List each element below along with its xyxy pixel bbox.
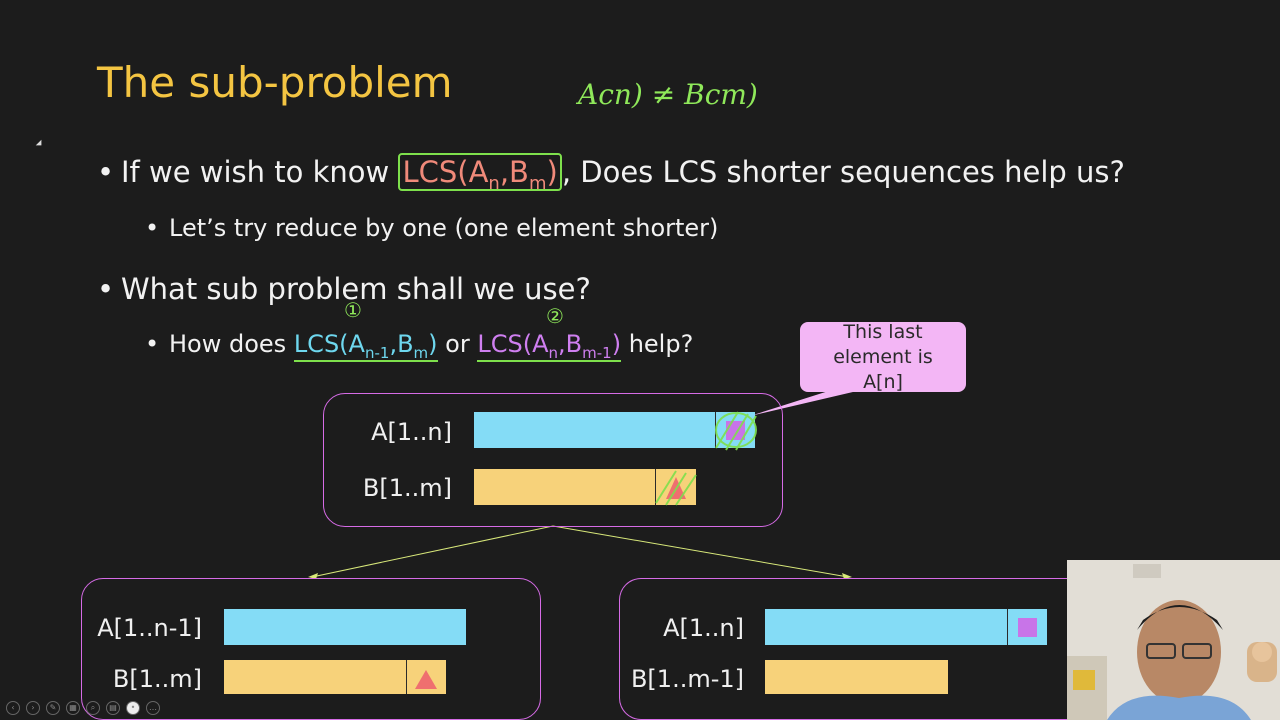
opt2-close: ): [611, 330, 622, 358]
opt2-sub-n: n: [548, 343, 559, 362]
prev-icon[interactable]: ‹: [6, 701, 20, 715]
array-a-n-bar: [765, 609, 1047, 645]
lcs-mid: ,B: [499, 155, 529, 189]
sub-bullet-2-post: help?: [621, 330, 694, 358]
panel-subproblem-2: [619, 578, 1090, 720]
label-a-minus-1: A[1..n-1]: [97, 614, 202, 642]
bullet-1: •If we wish to know LCS(An,Bm), Does LCS…: [97, 153, 1125, 194]
sub-bullet-1: • Let’s try reduce by one (one element sh…: [145, 214, 718, 242]
label-a-full: A[1..n]: [371, 418, 452, 446]
zoom-icon[interactable]: ⌕: [86, 701, 100, 715]
sub-bullet-2-pre: How does: [169, 330, 294, 358]
callout-text: This last element is A[n]: [833, 320, 933, 393]
slide-title: The sub-problem: [97, 58, 453, 107]
pointer-icon[interactable]: •: [126, 701, 140, 715]
sub-bullet-dot: •: [145, 330, 160, 358]
cell-separator: [406, 660, 407, 694]
label-a-n: A[1..n]: [663, 614, 744, 642]
handwritten-mark-1: ①: [344, 298, 362, 322]
lcs-prefix: LCS(A: [402, 155, 489, 189]
label-b-full: B[1..m]: [362, 474, 452, 502]
panel-subproblem-1: [81, 578, 541, 720]
bullet-2: •What sub problem shall we use?: [97, 272, 591, 306]
opt2-mid: ,B: [558, 330, 583, 358]
callout-last-element: This last element is A[n]: [800, 320, 966, 393]
array-b-m-bar: [224, 660, 446, 694]
lcs-an-bm-highlight: LCS(An,Bm): [398, 153, 562, 194]
grid-icon[interactable]: ▤: [106, 701, 120, 715]
pen-icon[interactable]: ✎: [46, 701, 60, 715]
bullet-1-post: , Does LCS shorter sequences help us?: [561, 155, 1125, 189]
sub-bullet-2: •How does LCS(An-1,Bm) or LCS(An,Bm-1) h…: [145, 330, 693, 362]
bullet-dot: •: [97, 155, 115, 189]
panel-full-problem: [323, 393, 783, 527]
label-b-m: B[1..m]: [112, 665, 202, 693]
handwritten-mark-2: ②: [546, 304, 564, 328]
lcs-sub-n: n: [488, 172, 500, 194]
lcs-close: ): [546, 155, 558, 189]
handwritten-note-top: Acn) ≠ Bcm): [578, 78, 758, 111]
hatch-annotation-a: [715, 411, 757, 451]
more-icon[interactable]: …: [146, 701, 160, 715]
sub-bullet-dot: •: [145, 214, 160, 242]
opt1-sub-n1: n-1: [364, 343, 390, 362]
last-element-b-triangle: [655, 470, 697, 506]
array-b-minus-1-bar: [765, 660, 948, 694]
bullet-dot: •: [97, 272, 115, 306]
label-b-minus-1: B[1..m-1]: [630, 665, 744, 693]
option-lcs-an1-bm: LCS(An-1,Bm): [293, 330, 438, 362]
presentation-toolbar: ‹ › ✎ ▦ ⌕ ▤ • …: [6, 701, 160, 715]
array-a-minus-1-bar: [224, 609, 466, 645]
opt2-prefix: LCS(A: [477, 330, 549, 358]
opt1-prefix: LCS(A: [293, 330, 365, 358]
webcam-overlay: [1067, 560, 1280, 720]
bullet-2-text: What sub problem shall we use?: [121, 272, 591, 306]
cell-separator: [655, 469, 656, 505]
array-a-full-bar: [474, 412, 755, 448]
square-marker: [1018, 618, 1037, 637]
highlighter-icon[interactable]: ▦: [66, 701, 80, 715]
next-icon[interactable]: ›: [26, 701, 40, 715]
sub-bullet-1-text: Let’s try reduce by one (one element sho…: [169, 214, 719, 242]
connector-right: [552, 525, 849, 578]
presenter-video: [1067, 560, 1280, 720]
option-lcs-an-bm1: LCS(An,Bm-1): [477, 330, 622, 362]
opt2-sub-m1: m-1: [582, 343, 612, 362]
lcs-sub-m: m: [528, 172, 547, 194]
opt1-close: ): [428, 330, 438, 358]
connector-left: [311, 525, 554, 578]
bullet-1-pre: If we wish to know: [121, 155, 399, 189]
opt1-sub-m: m: [413, 343, 429, 362]
cell-separator: [1007, 609, 1008, 645]
arrowhead-right: [842, 573, 852, 579]
opt1-mid: ,B: [389, 330, 414, 358]
sub-bullet-2-or: or: [437, 330, 478, 358]
arrowhead-left: [308, 573, 318, 579]
triangle-marker: [415, 670, 437, 689]
